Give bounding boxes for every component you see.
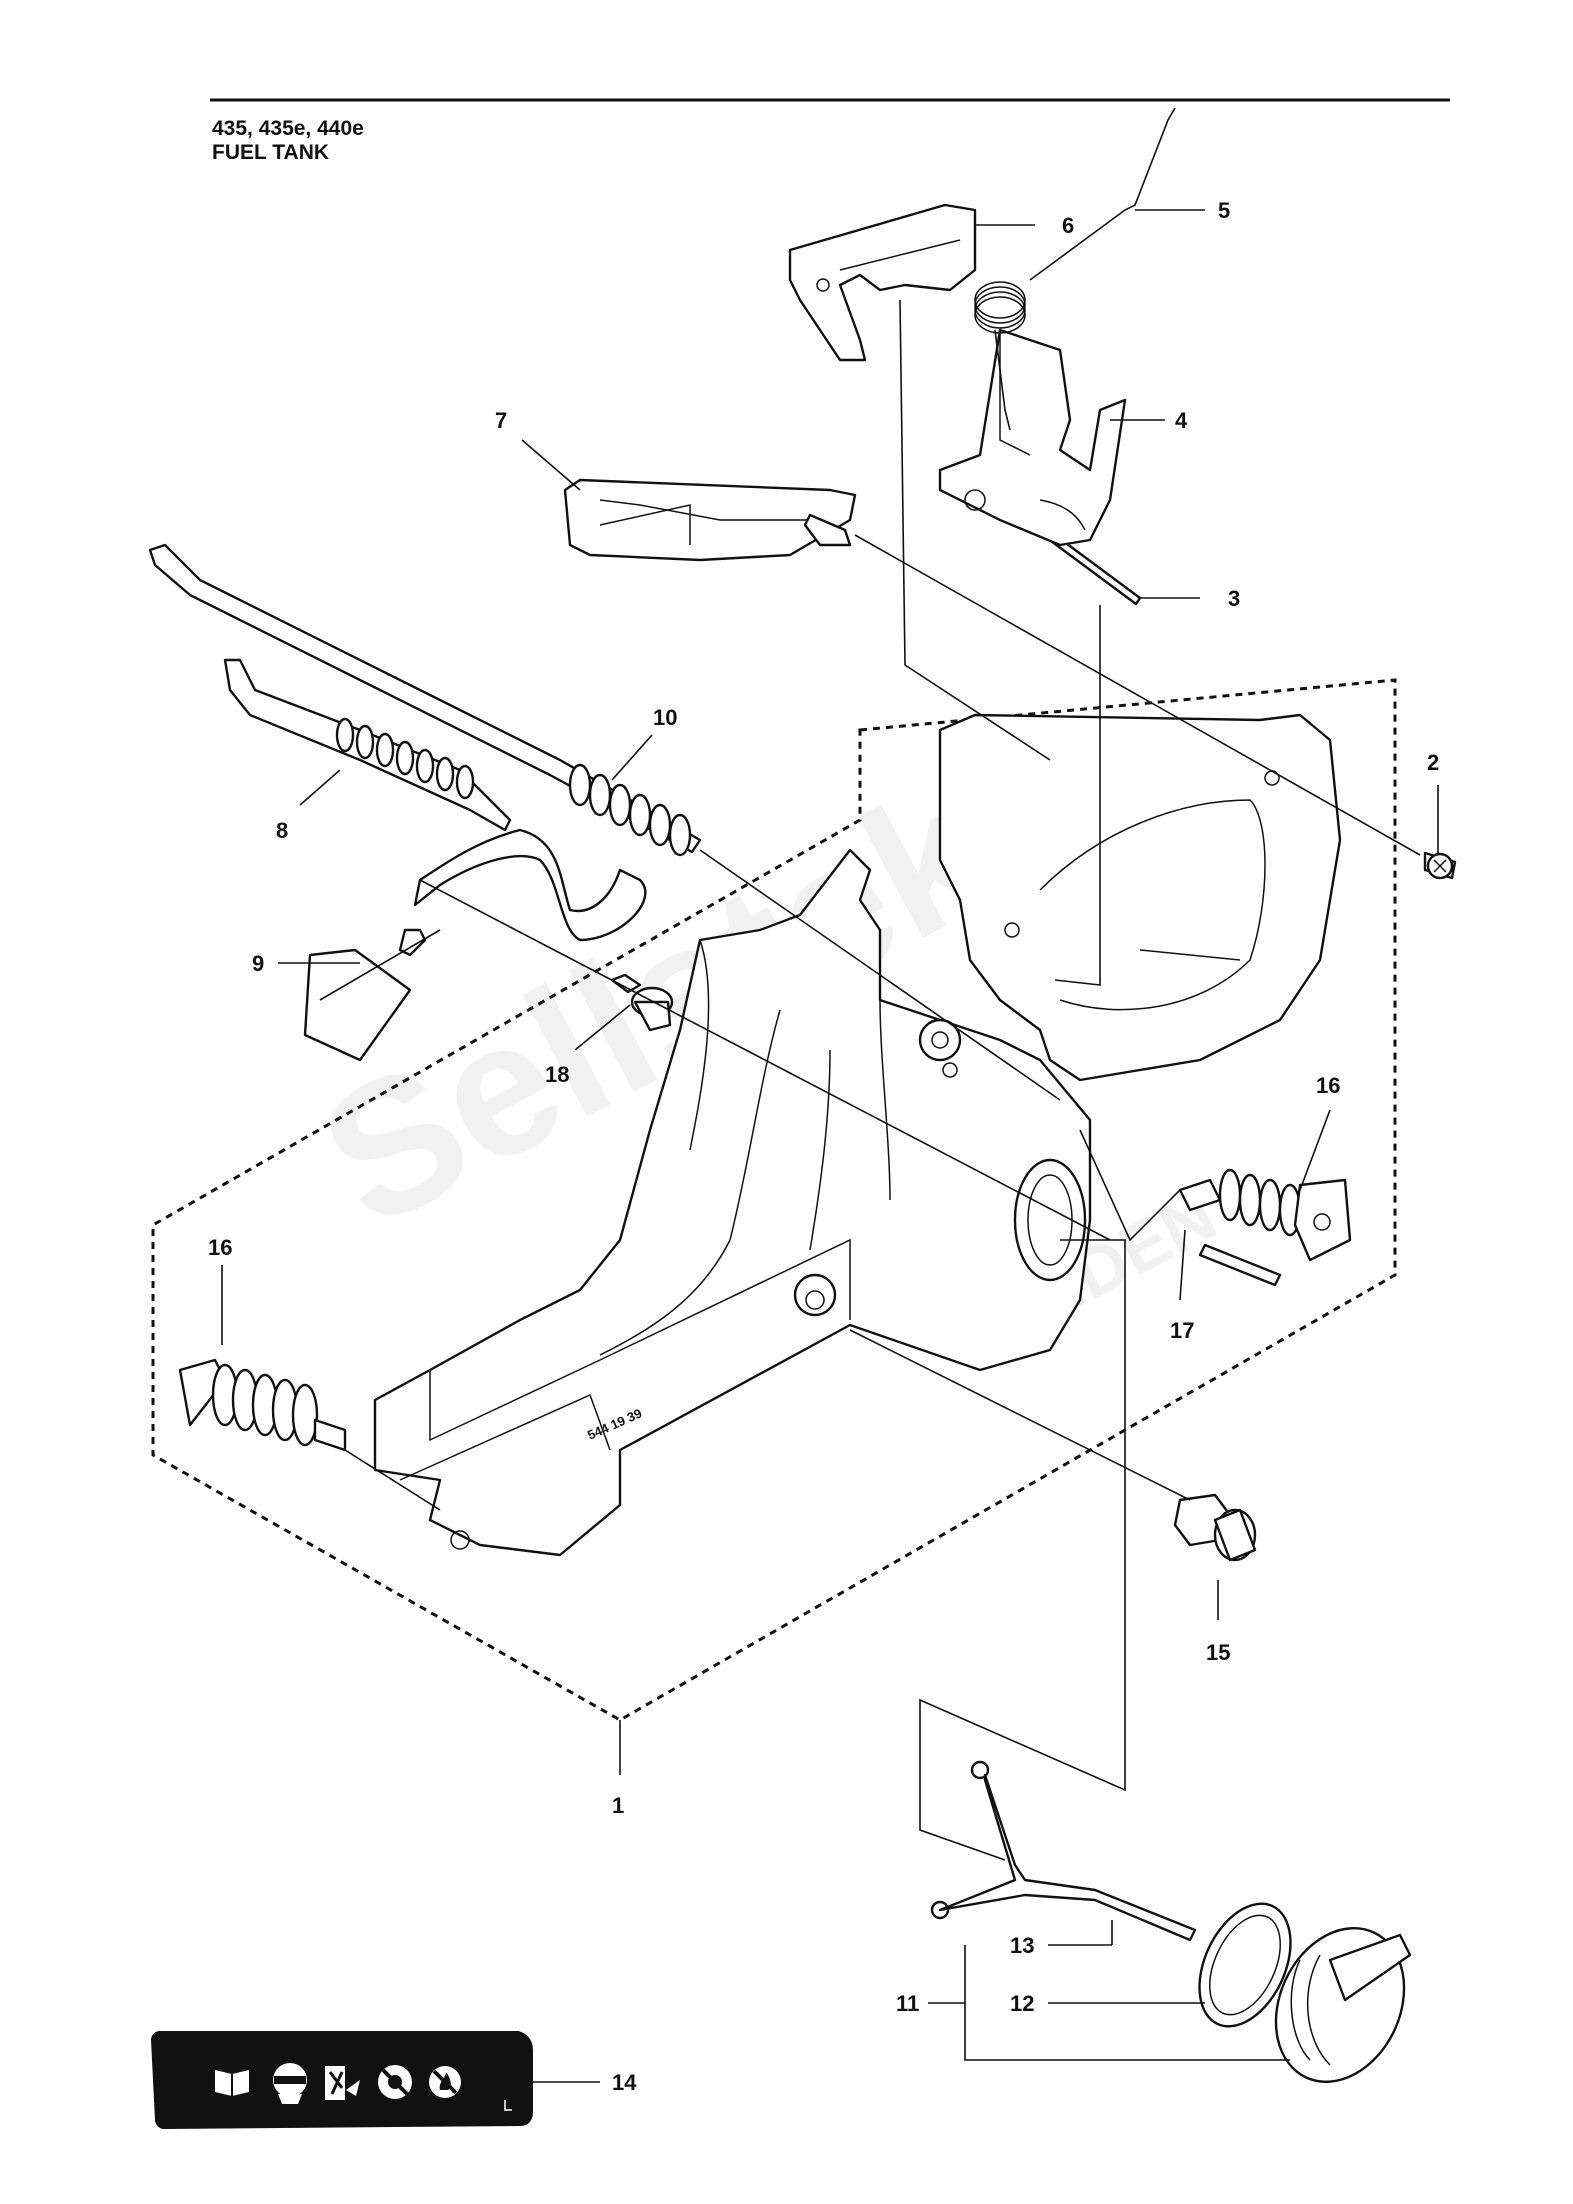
- callout-10: 10: [653, 705, 677, 730]
- part-7-switch-lever: [563, 478, 857, 562]
- callout-13: 13: [1010, 1933, 1034, 1958]
- part-17-pin: [1198, 1243, 1282, 1287]
- part-2-screw: [1423, 851, 1457, 880]
- fuel-tank-housing: 544 19 39: [373, 848, 1092, 1557]
- align-line-4: [1054, 605, 1101, 986]
- align-line-6: [899, 299, 1051, 761]
- part-4-throttle-trigger: [938, 328, 1127, 547]
- leader-18: [574, 1004, 631, 1051]
- no-one-hand-icon: [378, 2065, 412, 2099]
- align-line-9: [319, 929, 441, 1001]
- part-6-throttle-lockout: [788, 203, 977, 362]
- align-line-15: [849, 1329, 1191, 1501]
- callout-5: 5: [1218, 198, 1230, 223]
- part-13-strap: [930, 1760, 1197, 1942]
- leader-16-right: [1299, 1109, 1331, 1191]
- part-16-av-element-right: [1178, 1168, 1352, 1262]
- leader-10: [611, 734, 653, 781]
- align-line-7: [854, 534, 1421, 856]
- callout-12: 12: [1010, 1991, 1034, 2016]
- callout-7: 7: [495, 408, 507, 433]
- leader-11-bracket: [964, 1945, 1290, 2061]
- callout-3: 3: [1228, 586, 1240, 611]
- callout-14: 14: [612, 2070, 637, 2095]
- leader-7: [521, 439, 581, 491]
- rear-handle: [918, 713, 1342, 1082]
- part-14-warning-decal: [150, 2031, 533, 2130]
- callout-numbers: 6 5 4 3 7 2 10 8 9 18 16 17 16 15 1 13 1…: [208, 198, 1439, 2095]
- assembly-boundary: [151, 678, 1397, 1722]
- callout-9: 9: [252, 951, 264, 976]
- callout-16-right: 16: [1316, 1073, 1340, 1098]
- part-9-fuel-filter: [303, 828, 647, 1062]
- callout-15: 15: [1206, 1640, 1230, 1665]
- model-numbers: 435, 435e, 440e: [212, 117, 364, 140]
- align-line-16-left: [344, 1449, 441, 1511]
- part-16-av-element-left: [178, 1358, 347, 1452]
- section-title: FUEL TANK: [212, 141, 330, 164]
- callout-16-left: 16: [208, 1235, 232, 1260]
- part-12-o-ring: [1198, 1902, 1292, 2028]
- part-5-spring: [974, 107, 1176, 431]
- leader-lines: [221, 209, 1439, 2083]
- leader-17: [1179, 1229, 1186, 1301]
- callout-11: 11: [896, 1991, 919, 2016]
- callout-6: 6: [1062, 213, 1074, 238]
- callout-18: 18: [545, 1062, 569, 1087]
- part-15-fitting: [1173, 1493, 1257, 1562]
- part-8-fuel-hose: [223, 658, 512, 832]
- align-line-16-right: [1079, 1129, 1181, 1242]
- callout-1: 1: [612, 1793, 624, 1818]
- helmet-icon: [273, 2063, 307, 2104]
- callout-2: 2: [1427, 750, 1439, 775]
- part-11-fuel-cap: [1274, 1926, 1412, 2084]
- manual-book-icon: [215, 2070, 249, 2096]
- callout-8: 8: [276, 818, 288, 843]
- callout-4: 4: [1175, 408, 1188, 433]
- kickback-icon: [325, 2066, 360, 2100]
- decal-mark: [504, 2100, 512, 2111]
- align-line-cap: [919, 1239, 1126, 1861]
- align-line-10: [699, 849, 1061, 1101]
- part-10-damper-rod: [148, 543, 702, 857]
- align-line-filter: [419, 879, 1111, 1241]
- leader-8: [299, 769, 341, 806]
- no-fire-icon: [429, 2066, 461, 2098]
- callout-17: 17: [1170, 1318, 1194, 1343]
